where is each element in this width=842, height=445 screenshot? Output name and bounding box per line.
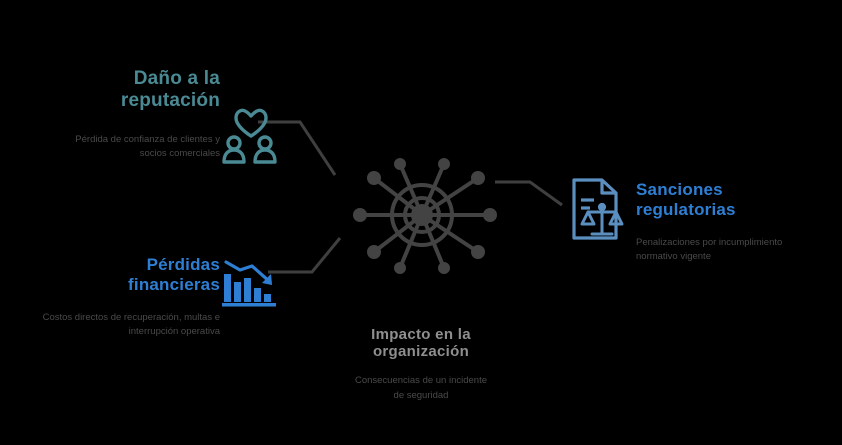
people-heart-icon bbox=[220, 102, 282, 169]
document-scales-icon bbox=[566, 176, 630, 247]
financial-title-line2: financieras bbox=[128, 275, 220, 295]
footer-subtitle-line2: de seguridad bbox=[393, 389, 449, 401]
node-reputational-damage[interactable]: Daño a la reputación Pérdida de confianz… bbox=[60, 68, 220, 161]
reputational-title-line2: reputación bbox=[120, 90, 220, 112]
footer-subtitle-line1: Consecuencias de un incidente bbox=[354, 375, 488, 386]
node-regulatory-sanctions[interactable]: Sanciones regulatorias Penalizaciones po… bbox=[636, 180, 816, 265]
reputational-title-line1: Daño a la bbox=[133, 68, 220, 89]
regulatory-title-line2: regulatorias bbox=[636, 200, 736, 220]
node-financial-losses[interactable]: Pérdidas financieras Costos directos de … bbox=[30, 255, 220, 340]
regulatory-description: Penalizaciones por incumplimiento normat… bbox=[636, 237, 783, 263]
regulatory-title-line1: Sanciones bbox=[636, 180, 723, 199]
financial-title-line1: Pérdidas bbox=[146, 255, 220, 274]
footer-block: Impacto en la organización Consecuencias… bbox=[321, 326, 521, 403]
network-hub-icon bbox=[330, 148, 515, 283]
reputational-description: Pérdida de confianza de clientes y socio… bbox=[75, 133, 220, 160]
footer-headline: Impacto en la organización bbox=[371, 326, 471, 360]
financial-description: Costos directos de recuperación, multas … bbox=[42, 312, 220, 338]
declining-bar-chart-icon bbox=[220, 252, 282, 313]
